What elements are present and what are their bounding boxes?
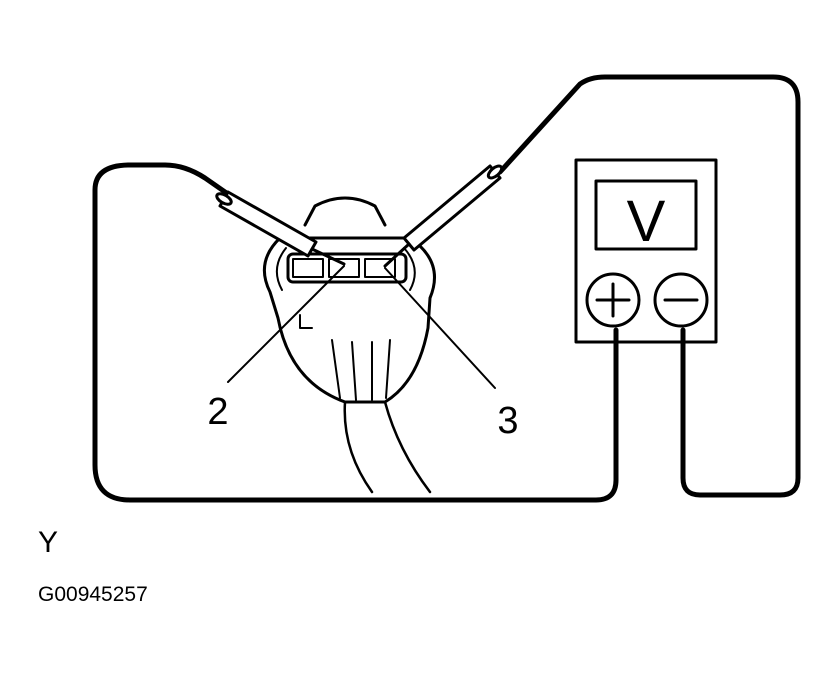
pin-cavity-2: [328, 258, 360, 278]
plus-icon: [595, 282, 631, 318]
terminal-2-leader-line: [227, 265, 345, 383]
connector-boot-ribs: [331, 339, 391, 401]
pin-cavity-3: [364, 258, 396, 278]
voltmeter-body: [574, 158, 718, 344]
terminal-2-label: 2: [207, 391, 228, 433]
positive-lead-wire: [92, 162, 619, 503]
connector-key-tab: [299, 314, 313, 329]
voltmeter-display-text: V: [627, 189, 666, 254]
right-test-probe: [383, 164, 504, 268]
connector-inner-rim: [275, 247, 416, 291]
voltmeter-display: [594, 179, 698, 251]
connector-top-latch: [303, 196, 387, 227]
figure-id: G00945257: [38, 583, 148, 606]
terminal-3-leader-line: [384, 267, 496, 389]
sensor-connector: [262, 196, 436, 494]
terminal-3-label: 3: [497, 400, 518, 442]
connector-cavity-housing: [286, 252, 408, 284]
voltmeter: [574, 158, 718, 344]
caption-letter: Y: [38, 526, 59, 559]
positive-terminal: [585, 272, 641, 328]
wire-harness: [343, 400, 432, 494]
negative-terminal: [653, 272, 709, 328]
left-test-probe: [215, 190, 346, 266]
negative-lead-wire: [497, 74, 801, 498]
pin-cavity-1: [292, 258, 324, 278]
